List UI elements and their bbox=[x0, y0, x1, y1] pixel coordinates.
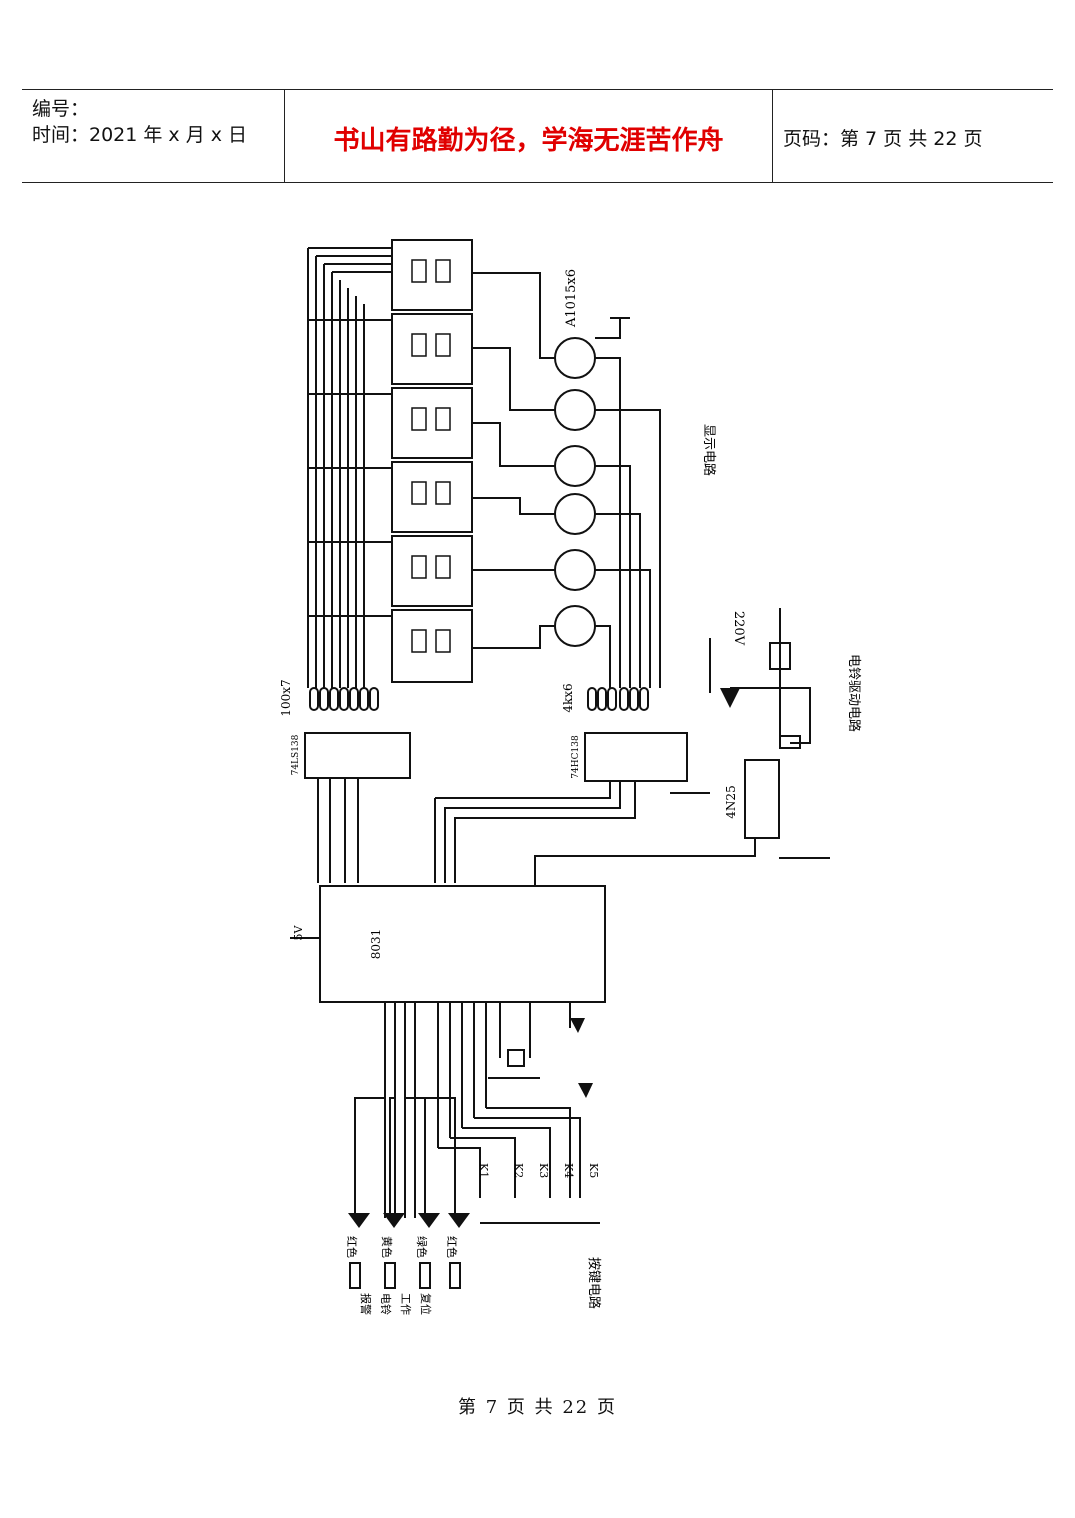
led-note: 复位 bbox=[419, 1293, 433, 1315]
led-label: 红色 bbox=[345, 1236, 359, 1258]
key-label: K5 bbox=[587, 1163, 600, 1178]
led-label: 红色 bbox=[445, 1236, 459, 1258]
page-label: 页码：第 7 页 共 22 页 bbox=[783, 128, 983, 150]
key-label: K1 bbox=[477, 1163, 490, 1178]
page-footer: 第 7 页 共 22 页 bbox=[458, 1397, 617, 1418]
decoder1-label: 74LS138 bbox=[291, 734, 301, 775]
circuit-diagram: A1015x6 显示电路 220V 电铃驱动电路 100x7 4kx6 74LS… bbox=[190, 218, 890, 1343]
optocoupler-label: 4N25 bbox=[724, 785, 738, 818]
voltage-label: 220V bbox=[731, 611, 746, 646]
time-label: 时间：2021 年 x 月 x 日 bbox=[32, 124, 248, 146]
key-label: K4 bbox=[562, 1163, 575, 1178]
header-right-cell: 页码：第 7 页 共 22 页 bbox=[773, 90, 1053, 182]
key-label: K2 bbox=[512, 1163, 525, 1178]
motto: 书山有路勤为径，学海无涯苦作舟 bbox=[333, 126, 724, 156]
serial-label: 编号： bbox=[32, 98, 90, 120]
circuit-svg: A1015x6 显示电路 220V 电铃驱动电路 100x7 4kx6 74LS… bbox=[279, 239, 862, 1315]
resistor-array-label: 100x7 bbox=[279, 679, 293, 716]
led-note: 报警 bbox=[359, 1293, 373, 1315]
power-5v-label: 5V bbox=[292, 924, 305, 940]
bell-circuit-label: 电铃驱动电路 bbox=[846, 654, 862, 732]
key-label: K3 bbox=[537, 1163, 550, 1178]
resistor-array2-label: 4kx6 bbox=[561, 683, 575, 712]
header-center-cell: 书山有路勤为径，学海无涯苦作舟 bbox=[284, 90, 773, 182]
decoder2-label: 74HC138 bbox=[571, 735, 581, 779]
header-left-cell: 编号： 时间：2021 年 x 月 x 日 bbox=[22, 90, 284, 182]
led-label: 绿色 bbox=[415, 1236, 429, 1258]
led-label: 黄色 bbox=[380, 1236, 394, 1258]
display-circuit-label: 显示电路 bbox=[701, 424, 717, 476]
led-note: 电铃 bbox=[379, 1293, 393, 1315]
key-circuit-label: 按键电路 bbox=[586, 1257, 602, 1309]
mcu-label: 8031 bbox=[369, 929, 383, 960]
led-note: 工作 bbox=[399, 1293, 412, 1315]
header-table: 编号： 时间：2021 年 x 月 x 日 书山有路勤为径，学海无涯苦作舟 页码… bbox=[22, 89, 1053, 183]
transistor-label: A1015x6 bbox=[564, 269, 579, 328]
